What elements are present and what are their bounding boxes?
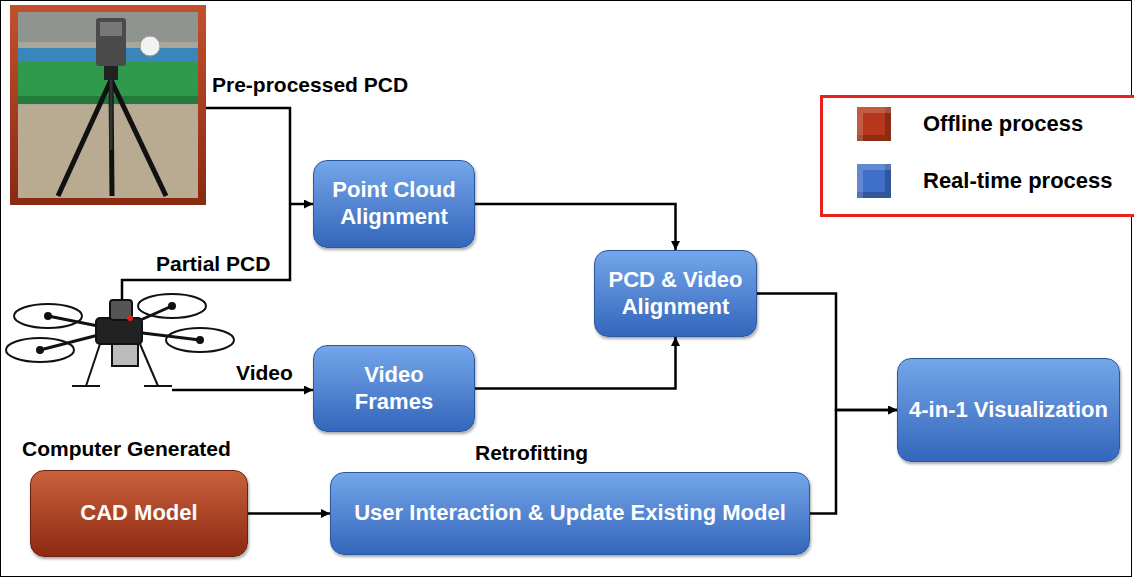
- drone-illustration: [6, 294, 234, 386]
- legend-box: Offline processReal-time process: [820, 95, 1134, 217]
- box-label: Video Frames: [339, 362, 449, 416]
- process-box: Video Frames: [313, 345, 475, 432]
- flow-arrow: [757, 294, 897, 411]
- box-label: Point Cloud Alignment: [322, 177, 466, 231]
- legend-label: Offline process: [923, 111, 1083, 137]
- offline-process-box: CAD Model: [30, 470, 248, 557]
- process-box: User Interaction & Update Existing Model: [330, 472, 810, 555]
- flow-arrow: [810, 410, 897, 514]
- flow-label: Computer Generated: [22, 436, 231, 461]
- flow-label: Video: [236, 360, 293, 385]
- flow-label: Partial PCD: [156, 251, 270, 276]
- process-box: 4-in-1 Visualization: [897, 358, 1120, 462]
- input-wires: [122, 108, 313, 390]
- box-label: PCD & Video Alignment: [603, 267, 748, 321]
- legend-row: Offline process: [857, 107, 1083, 141]
- flow-arrow: [475, 204, 676, 250]
- scanner-photo: [10, 5, 206, 205]
- legend-row: Real-time process: [857, 164, 1113, 198]
- process-box: PCD & Video Alignment: [594, 250, 757, 337]
- legend-swatch: [857, 164, 891, 198]
- flow-label: Pre-processed PCD: [212, 72, 408, 97]
- flow-arrow: [475, 337, 676, 389]
- flow-arrow: [248, 512, 330, 515]
- legend-swatch: [857, 107, 891, 141]
- legend-label: Real-time process: [923, 168, 1113, 194]
- flow-label: Retrofitting: [475, 440, 588, 465]
- box-label: 4-in-1 Visualization: [909, 397, 1108, 424]
- process-box: Point Cloud Alignment: [313, 160, 475, 248]
- box-label: User Interaction & Update Existing Model: [354, 500, 786, 527]
- box-label: CAD Model: [80, 500, 197, 527]
